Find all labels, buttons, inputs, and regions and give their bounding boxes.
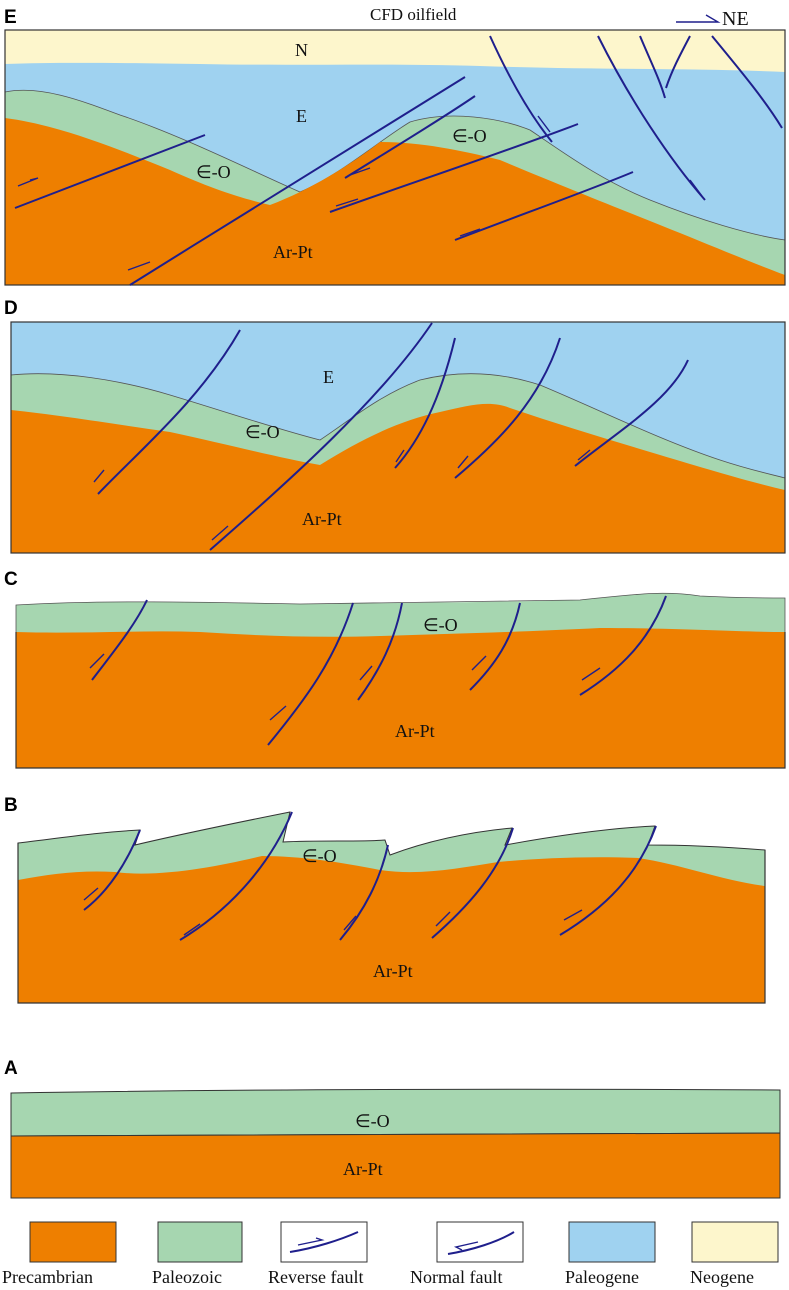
direction-label: NE — [722, 8, 749, 30]
fault-e-9 — [665, 35, 691, 89]
panel-b-frame — [17, 843, 766, 1004]
fault-e-1 — [14, 134, 206, 209]
slip-arrow-c-4 — [471, 655, 487, 671]
panel-c-letter: C — [4, 569, 18, 590]
slip-arrow-d-2 — [211, 525, 229, 541]
fault-e-3 — [344, 95, 476, 179]
unit-label-a-precambrian: Ar-Pt — [343, 1159, 383, 1179]
legend-swatch-paleozoic — [157, 1221, 243, 1263]
neogene-layer-e — [5, 30, 785, 72]
slip-arrow-c-5 — [581, 667, 601, 681]
fault-e-6 — [489, 35, 553, 143]
paleozoic-layer-a — [10, 1088, 781, 1137]
slip-arrow-e-5 — [459, 228, 481, 237]
legend-label-paleozoic: Paleozoic — [152, 1267, 222, 1287]
fault-e-7 — [597, 35, 706, 201]
unit-label-e-paleogene: E — [296, 106, 307, 126]
panel-a-letter: A — [4, 1058, 18, 1079]
precambrian-layer-a — [10, 1132, 781, 1199]
unit-label-a-paleozoic: ∈-O — [355, 1111, 390, 1131]
legend-swatch-neogene — [691, 1221, 779, 1263]
legend-label-precambrian: Precambrian — [2, 1267, 93, 1287]
slip-arrow-e-6 — [537, 115, 551, 133]
unit-label-d-paleozoic: ∈-O — [245, 422, 280, 442]
fault-e-5 — [454, 171, 634, 241]
panel-e-letter: E — [4, 7, 17, 28]
panel-b: B ∈-O Ar-Pt — [4, 795, 766, 1004]
unit-label-c-paleozoic: ∈-O — [423, 615, 458, 635]
fault-d-5 — [574, 359, 689, 467]
unit-label-e-neogene: N — [295, 40, 308, 60]
panel-b-letter: B — [4, 795, 18, 816]
unit-label-d-precambrian: Ar-Pt — [302, 509, 342, 529]
fault-c-3 — [357, 602, 403, 701]
panel-d-frame — [10, 321, 786, 554]
precambrian-layer-c — [16, 628, 785, 768]
fault-d-4 — [454, 337, 561, 479]
fault-e-2 — [129, 76, 466, 286]
slip-arrow-e-3 — [349, 167, 371, 176]
legend-label-paleogene: Paleogene — [565, 1267, 639, 1287]
fault-d-1 — [97, 329, 241, 495]
unit-label-b-paleozoic: ∈-O — [302, 846, 337, 866]
slip-arrow-b-4 — [435, 911, 451, 927]
fault-d-3 — [394, 337, 456, 469]
slip-arrow-e-2 — [127, 261, 151, 271]
slip-arrow-e-1 — [17, 177, 39, 187]
legend-label-reverse-fault: Reverse fault — [268, 1267, 363, 1287]
fault-d-2 — [209, 322, 433, 551]
precambrian-layer-d — [11, 403, 785, 553]
legend-swatch-paleogene — [568, 1221, 656, 1263]
legend-swatch-normal-fault — [436, 1221, 524, 1263]
panel-a: A ∈-O Ar-Pt — [4, 1058, 781, 1199]
unit-label-e-paleozoic-2: ∈-O — [452, 126, 487, 146]
fault-b-3 — [339, 844, 389, 941]
slip-arrow-b-3 — [343, 915, 357, 931]
slip-arrow-b-2 — [183, 923, 201, 936]
unit-label-c-precambrian: Ar-Pt — [395, 721, 435, 741]
slip-arrow-d-1 — [93, 469, 105, 483]
fault-e-10 — [711, 35, 783, 129]
fault-e-8 — [639, 35, 666, 99]
unit-label-e-precambrian: Ar-Pt — [273, 242, 313, 262]
slip-arrow-c-2 — [269, 705, 287, 721]
fault-c-4 — [469, 602, 521, 691]
fault-c-1 — [91, 599, 148, 681]
location-label: CFD oilfield — [370, 5, 457, 24]
unit-label-e-paleozoic: ∈-O — [196, 162, 231, 182]
fault-b-2 — [179, 811, 293, 941]
panel-e-frame — [4, 29, 786, 286]
fault-c-5 — [579, 595, 667, 696]
unit-label-d-paleogene: E — [323, 367, 334, 387]
precambrian-layer-e — [5, 118, 785, 285]
slip-arrow-d-4 — [457, 455, 469, 469]
panel-d-letter: D — [4, 298, 18, 319]
slip-arrow-e-4 — [335, 198, 359, 207]
slip-arrow-c-3 — [359, 665, 373, 681]
fault-b-4 — [431, 827, 514, 939]
precambrian-layer-b — [18, 856, 765, 1003]
fault-c-2 — [267, 602, 354, 746]
fault-e-4 — [329, 123, 579, 213]
legend-swatch-precambrian — [29, 1221, 117, 1263]
legend-swatch-reverse-fault — [280, 1221, 368, 1263]
fault-b-1 — [83, 829, 141, 911]
fault-b-5 — [559, 825, 657, 936]
legend-label-neogene: Neogene — [690, 1267, 754, 1287]
panel-c-frame — [15, 632, 786, 769]
panel-c: C ∈-O Ar-Pt — [4, 569, 786, 769]
slip-arrow-c-1 — [89, 653, 105, 669]
north-east-arrow: NE — [676, 8, 749, 30]
legend-label-normal-fault: Normal fault — [410, 1267, 502, 1287]
slip-arrow-d-3 — [395, 449, 405, 463]
slip-arrow-e-7 — [689, 179, 703, 197]
panel-d: D E ∈-O Ar-Pt — [4, 298, 786, 554]
legend: Precambrian Paleozoic Reverse fault Norm… — [2, 1221, 779, 1287]
slip-arrow-b-1 — [83, 887, 99, 901]
panel-e: E CFD oilfield NE N — [4, 5, 786, 286]
unit-label-b-precambrian: Ar-Pt — [373, 961, 413, 981]
slip-arrow-b-5 — [563, 909, 583, 921]
slip-arrow-d-5 — [577, 449, 591, 461]
